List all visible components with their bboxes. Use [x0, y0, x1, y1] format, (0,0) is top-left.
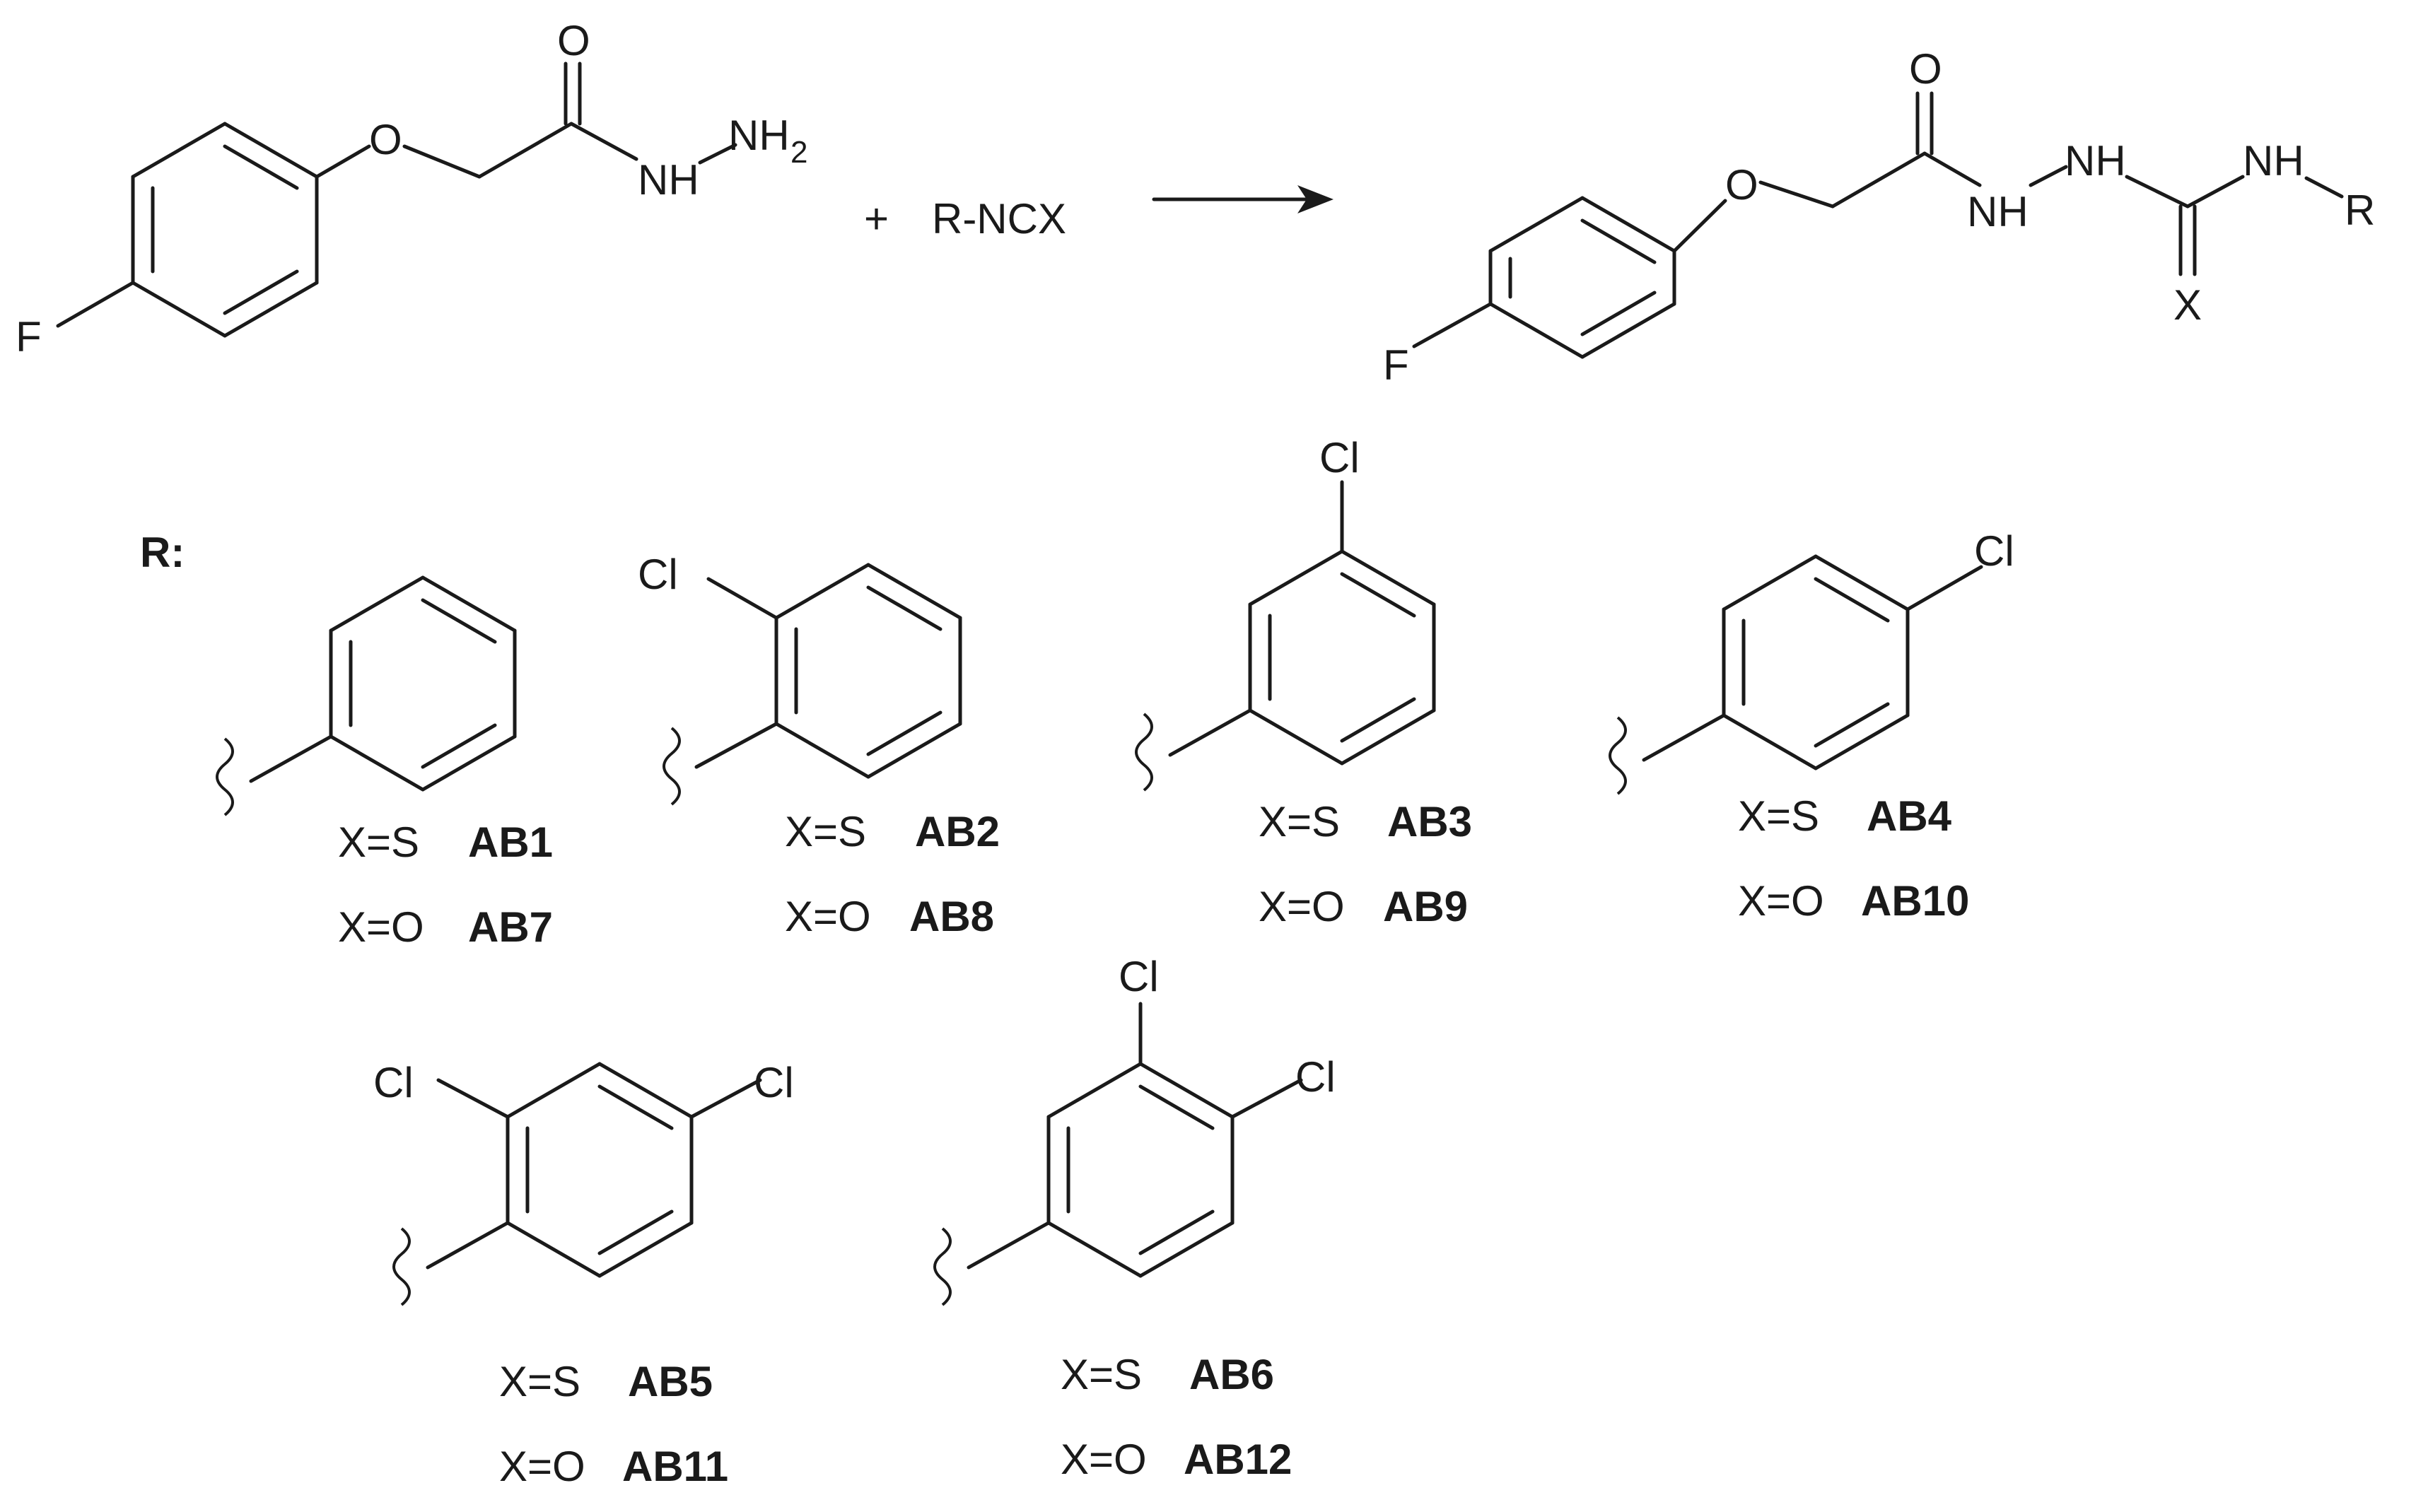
compound-code-ab12: AB12	[1184, 1436, 1292, 1483]
attachment-wavy-bond	[216, 737, 234, 816]
substituent-3-4-dichlorophenyl: Cl Cl X=S AB6 X=O AB12	[933, 953, 1336, 1483]
chlorine-atom: Cl	[1319, 434, 1360, 481]
x-o-label: X=O	[785, 893, 871, 940]
x-s-label: X=S	[1259, 798, 1340, 845]
reactant-nh2-subscript: 2	[790, 135, 807, 170]
ring-2-chlorophenyl	[774, 563, 962, 779]
product-nh-3: NH	[2243, 137, 2304, 184]
compound-code-ab2: AB2	[915, 808, 1000, 855]
x-s-label: X=S	[338, 819, 419, 866]
substituent-2-chlorophenyl: Cl X=S AB2 X=O AB8	[638, 551, 1000, 940]
attachment-wavy-bond	[1135, 713, 1153, 792]
attachment-wavy-bond	[933, 1227, 952, 1306]
compound-code-ab1: AB1	[468, 819, 553, 866]
compound-code-ab7: AB7	[468, 903, 553, 951]
reactant-carbonyl-oxygen: O	[557, 17, 590, 64]
compound-code-ab8: AB8	[909, 893, 994, 940]
ring-phenyl	[329, 575, 517, 792]
product-carbonyl-oxygen: O	[1909, 45, 1942, 93]
product-fluorine: F	[1383, 341, 1409, 389]
reactant-nh2: NH	[728, 112, 790, 159]
reactant-ether-oxygen: O	[369, 116, 402, 163]
attachment-wavy-bond	[1609, 716, 1627, 795]
product-nh-2: NH	[2065, 137, 2126, 184]
product-ether-oxygen: O	[1725, 161, 1758, 209]
ring-2-4-dichlorophenyl	[506, 1062, 694, 1278]
x-o-label: X=O	[1738, 877, 1824, 925]
chlorine-atom-meta: Cl	[1119, 953, 1159, 1000]
x-s-label: X=S	[785, 808, 866, 855]
attachment-wavy-bond	[663, 727, 681, 806]
chlorine-atom-para: Cl	[754, 1059, 794, 1106]
chlorine-atom: Cl	[638, 551, 678, 598]
compound-code-ab6: AB6	[1189, 1351, 1274, 1398]
compound-code-ab3: AB3	[1387, 798, 1472, 845]
x-s-label: X=S	[1061, 1351, 1142, 1398]
ring-3-4-dichlorophenyl	[1046, 1062, 1235, 1278]
reactant-nh: NH	[638, 156, 699, 204]
product-molecule: F O O NH NH X NH R	[1383, 45, 2375, 389]
chlorine-atom: Cl	[1974, 527, 2014, 575]
ring-4-chlorophenyl	[1722, 554, 1910, 770]
ring-3-chlorophenyl	[1248, 549, 1436, 766]
substituents-label: R:	[140, 529, 185, 576]
substituent-3-chlorophenyl: Cl X=S AB3 X=O AB9	[1135, 434, 1472, 930]
x-o-label: X=O	[338, 903, 424, 951]
plus-sign: +	[864, 195, 889, 242]
chlorine-atom-ortho: Cl	[373, 1059, 414, 1106]
product-x-atom: X	[2173, 281, 2202, 329]
reagent-label: R-NCX	[932, 195, 1066, 242]
reactant-c-f-bond	[56, 281, 135, 328]
product-benzene-ring	[1488, 196, 1676, 359]
compound-code-ab10: AB10	[1861, 877, 1969, 925]
substituent-4-chlorophenyl: Cl X=S AB4 X=O AB10	[1609, 527, 2014, 925]
substituent-phenyl: X=S AB1 X=O AB7	[216, 575, 553, 951]
product-r-group: R	[2345, 187, 2375, 234]
reactant-benzene-ring	[131, 122, 319, 338]
reaction-arrow	[1152, 185, 1334, 213]
x-o-label: X=O	[1061, 1436, 1147, 1483]
x-s-label: X=S	[1738, 792, 1819, 840]
reactant-molecule: F O O NH NH 2	[16, 17, 807, 361]
attachment-wavy-bond	[392, 1227, 411, 1306]
x-s-label: X=S	[499, 1358, 580, 1405]
compound-code-ab4: AB4	[1867, 792, 1952, 840]
substituent-2-4-dichlorophenyl: Cl Cl X=S AB5 X=O AB11	[373, 1059, 794, 1490]
x-o-label: X=O	[1259, 883, 1345, 930]
chlorine-atom-para: Cl	[1295, 1053, 1336, 1101]
product-nh-1: NH	[1967, 188, 2029, 235]
reactant-fluorine: F	[16, 313, 42, 361]
x-o-label: X=O	[499, 1443, 585, 1490]
compound-code-ab11: AB11	[622, 1443, 728, 1490]
compound-code-ab5: AB5	[628, 1358, 713, 1405]
compound-code-ab9: AB9	[1383, 883, 1468, 930]
